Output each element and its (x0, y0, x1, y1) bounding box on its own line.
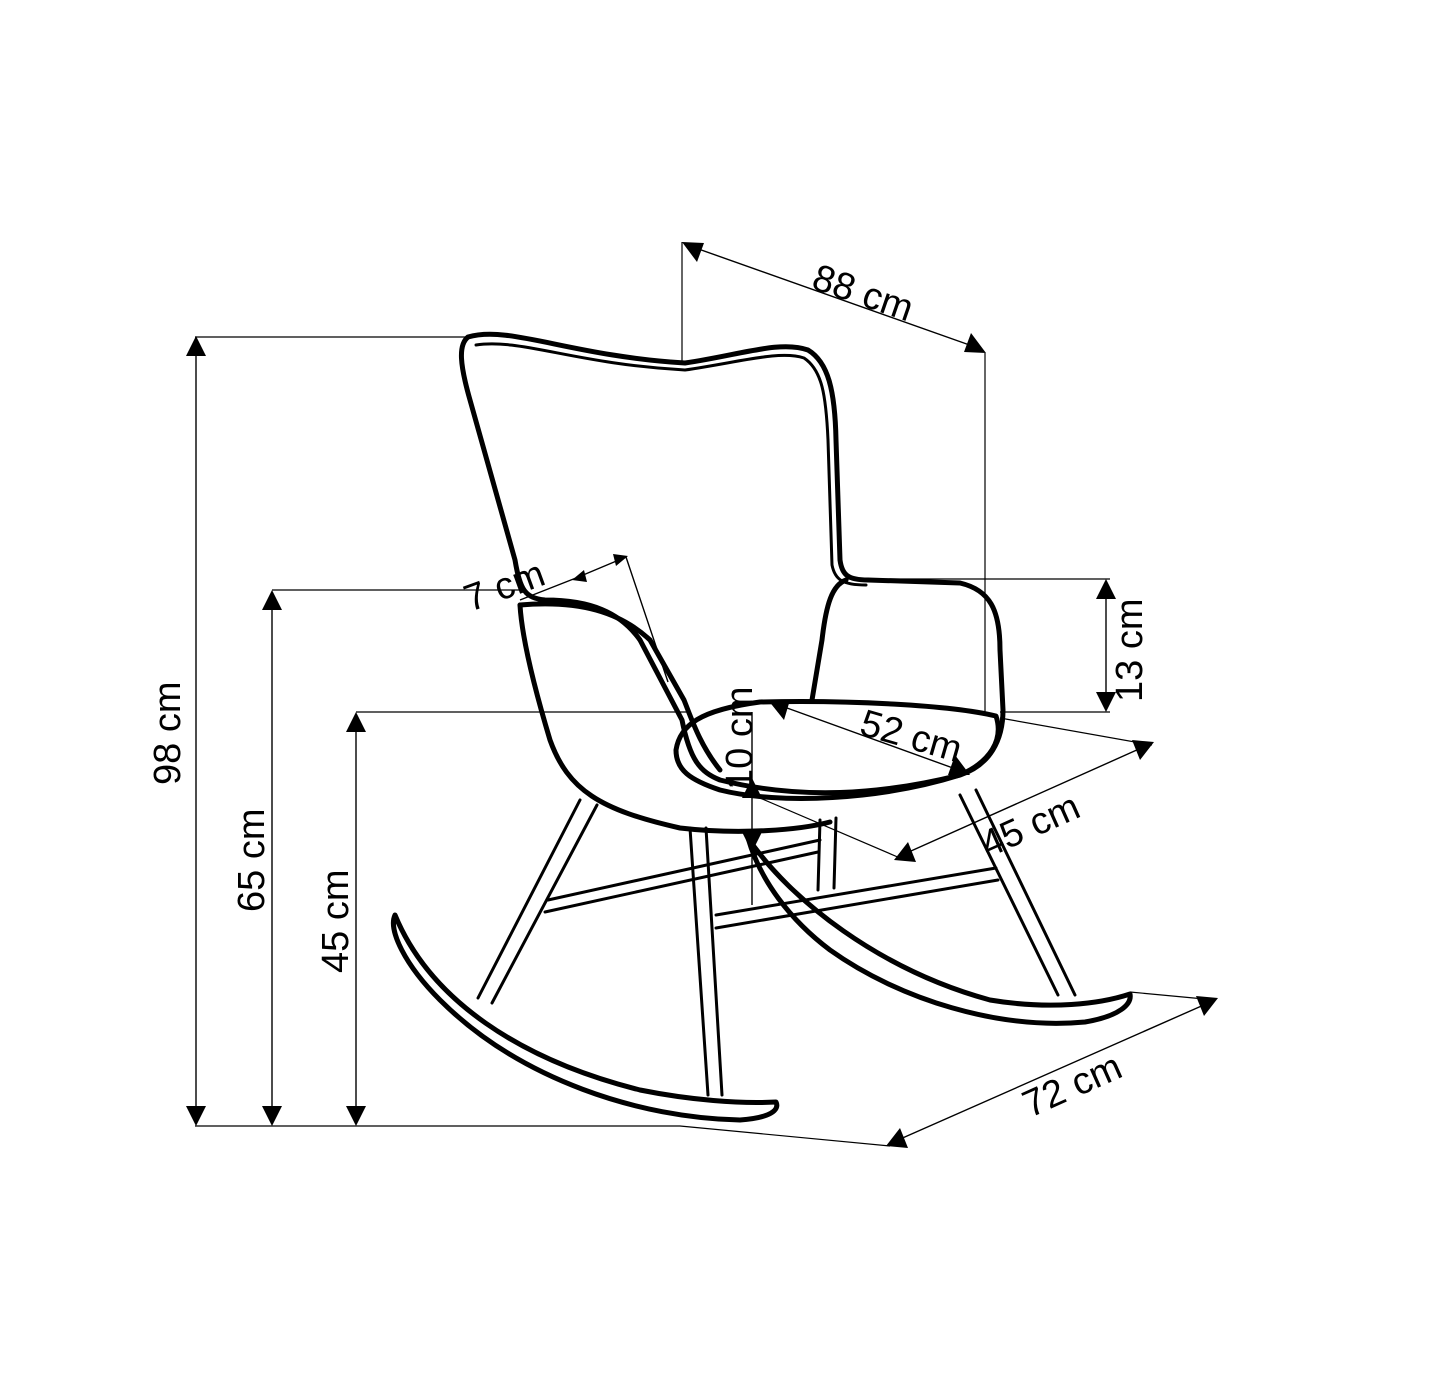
label-seat-thickness: 10 cm (719, 687, 761, 790)
chair-crossbar-left (543, 838, 822, 914)
dim-arrow-total-height-top (186, 336, 206, 356)
dim-line-seat-depth (901, 744, 1149, 856)
dim-arrow-armrest-top (262, 590, 282, 610)
dim-arrow-7-left (572, 570, 587, 582)
chair-crossbar-right (714, 866, 1000, 930)
dimension-lines (186, 242, 1218, 1148)
dim-line-depth (689, 245, 979, 349)
dim-arrow-10-bottom (742, 832, 762, 852)
chair-left-side (517, 602, 833, 834)
label-armrest-height: 65 cm (231, 809, 273, 912)
label-armrest-above-seat: 13 cm (1109, 599, 1151, 702)
dim-arrow-13-top (1096, 579, 1116, 599)
label-base-width: 72 cm (1017, 1046, 1129, 1126)
chair-rocker-right (745, 835, 1133, 1026)
label-seat-width: 52 cm (856, 702, 967, 771)
dim-arrow-45-right (1132, 740, 1154, 760)
dim-arrow-52-right (948, 755, 970, 775)
dim-arrow-52-left (768, 700, 790, 720)
dim-arrow-45-left (894, 842, 916, 862)
dim-arrow-seat-bottom (346, 1106, 366, 1126)
chair-legs (476, 788, 1077, 1097)
dim-arrow-seat-top (346, 712, 366, 732)
chair-rocker-left (391, 912, 780, 1123)
chair-leg-front-left (476, 798, 599, 1005)
chair-left-arm (517, 601, 723, 773)
dim-arrow-depth-right (964, 333, 986, 353)
extension-line-seat-right (999, 711, 1153, 746)
label-armrest-width: 7 cm (459, 553, 551, 621)
chair-leg-front-right (958, 788, 1077, 997)
dim-arrow-depth-left (682, 242, 704, 262)
dim-arrow-armrest-bottom (262, 1106, 282, 1126)
chair-leg-back-left (688, 826, 724, 1097)
dim-arrow-7-right (613, 554, 628, 566)
dim-arrow-10-top (742, 778, 762, 798)
chair-leg-back-right (816, 816, 838, 892)
label-seat-height: 45 cm (315, 870, 357, 973)
dim-arrow-13-bottom (1096, 692, 1116, 712)
chair-seat-cushion (673, 699, 1001, 801)
label-depth-top: 88 cm (807, 257, 919, 330)
dim-line-base-width (897, 1003, 1207, 1141)
label-total-height: 98 cm (147, 682, 189, 785)
dim-arrow-total-height-bottom (186, 1106, 206, 1126)
extension-line-seat-depth (759, 797, 901, 859)
rocking-chair-drawing (391, 331, 1133, 1123)
dim-arrow-72-right (1196, 996, 1218, 1016)
dim-line-seat-width (775, 703, 965, 773)
chair-backrest-inner-edge (474, 342, 868, 587)
dim-arrow-72-left (886, 1128, 908, 1148)
extension-line-bottom (195, 1125, 891, 1147)
chair-right-arm (809, 577, 849, 703)
